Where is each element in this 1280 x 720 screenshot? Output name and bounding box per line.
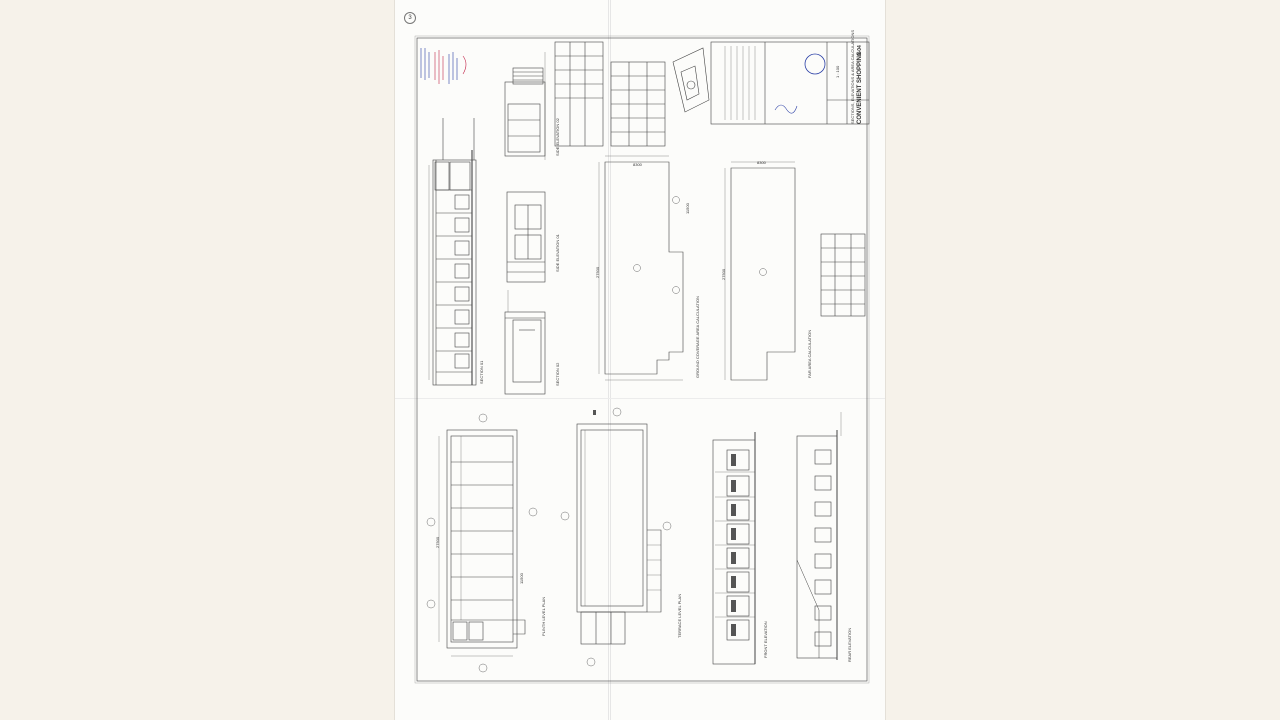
dimension-label: 27500: [435, 536, 440, 548]
far-area-drawing: [724, 161, 796, 381]
ground-coverage-drawing: [598, 155, 684, 381]
side-elevation-02-label: SIDE ELEVATION 02: [555, 118, 560, 156]
approval-stamp: [804, 53, 826, 75]
sheet-border: [416, 37, 868, 682]
title-block: [710, 41, 870, 125]
section-01-drawing: [428, 118, 477, 386]
dimension-label: 27500: [721, 268, 726, 280]
dimension-label: 11500: [685, 203, 690, 214]
rear-elevation-label: REAR ELEVATION: [847, 627, 852, 662]
terrace-plan-label: TERRACE LEVEL PLAN: [677, 593, 682, 638]
section-02-drawing: [504, 290, 546, 395]
architectural-drawing: [414, 35, 870, 684]
front-elevation-drawing: [712, 432, 756, 665]
area-schedule-tables: [554, 41, 666, 147]
side-elevation-02-drawing: [504, 52, 546, 160]
fold-line: [610, 0, 611, 720]
sheet-number: A-04: [857, 45, 863, 56]
key-plan: [672, 47, 710, 113]
page-number: 3: [404, 12, 416, 24]
signature: [774, 104, 798, 114]
terrace-plan-drawing: [560, 407, 672, 667]
section-01-label: SECTION 01: [479, 360, 484, 384]
dimension-label: 8300: [633, 162, 642, 167]
rear-elevation-drawing: [796, 412, 842, 660]
far-area-label: FAR AREA CALCULATION: [807, 329, 812, 378]
front-elevation-label: FRONT ELEVATION: [763, 621, 768, 658]
fold-line: [608, 0, 609, 720]
plinth-plan-label: PLINTH LEVEL PLAN: [541, 596, 546, 636]
dimension-label: 27500: [595, 266, 600, 278]
far-table: [820, 233, 866, 317]
section-02-label: SECTION 02: [555, 362, 560, 386]
fold-line: [395, 398, 885, 399]
shop-shutters: [593, 410, 736, 636]
scale-label: 1 : 100: [835, 65, 840, 78]
plinth-plan-drawing: [426, 413, 538, 673]
side-elevation-01-label: SIDE ELEVATION 01: [555, 234, 560, 272]
approval-notes: [420, 48, 467, 84]
dimension-label: 11500: [519, 573, 524, 584]
side-elevation-01-drawing: [506, 191, 546, 283]
ground-coverage-label: GROUND COVERAGE AREA CALCULATION: [695, 296, 700, 378]
dimension-label: 8300: [757, 160, 766, 165]
drawing-title: SECTIONS, ELEVATIONS & AREA CALCULATIONS: [850, 29, 855, 124]
drawing-sheet: 3: [395, 0, 885, 720]
project-title: CONVENIENT SHOPPING: [857, 51, 863, 124]
